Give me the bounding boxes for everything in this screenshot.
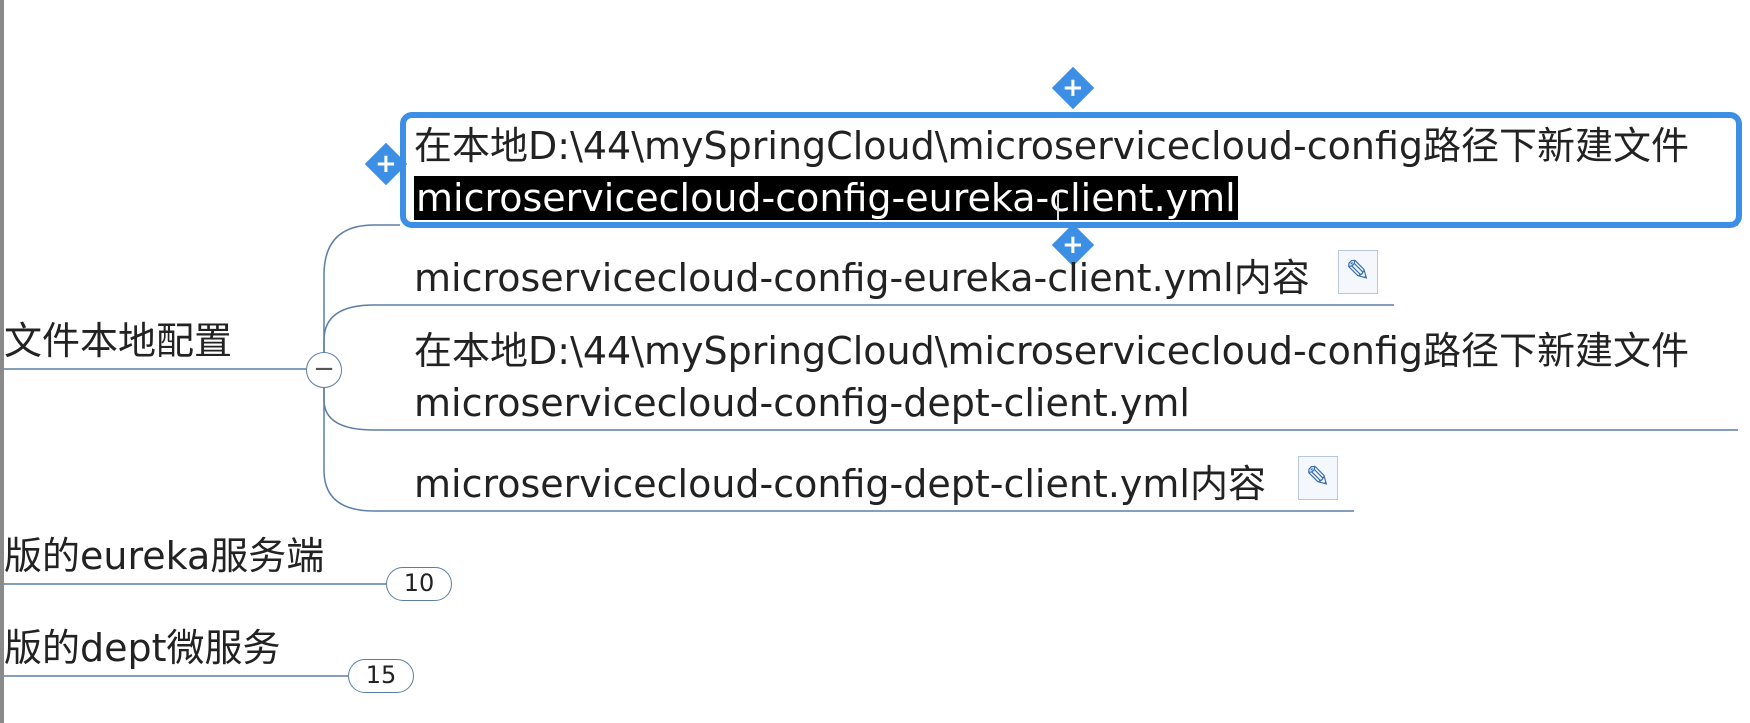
collapsed-count-badge[interactable]: 10 [386, 567, 452, 601]
topic-text-line: microservicecloud-config-eureka-client.y… [414, 256, 1310, 300]
topic-label: 版的eureka服务端 [4, 534, 325, 578]
topic-text-line: 在本地D:\44\mySpringCloud\microservicecloud… [414, 124, 1690, 168]
topic-label: 版的dept微服务 [4, 626, 281, 670]
topic-eureka-client-content[interactable]: microservicecloud-config-eureka-client.y… [414, 252, 1310, 304]
text-cursor [1057, 192, 1059, 220]
plus-icon[interactable]: + [1051, 66, 1095, 110]
topic-label: 文件本地配置 [4, 319, 233, 363]
topic-create-eureka-client-file[interactable]: 在本地D:\44\mySpringCloud\microservicecloud… [414, 120, 1689, 224]
topic-dept-service[interactable]: 版的dept微服务 [4, 622, 281, 674]
topic-text-line: microservicecloud-config-dept-client.yml [414, 381, 1190, 425]
topic-text-line: 在本地D:\44\mySpringCloud\microservicecloud… [414, 329, 1690, 373]
topic-create-dept-client-file[interactable]: 在本地D:\44\mySpringCloud\microservicecloud… [414, 325, 1689, 429]
canvas-left-edge [0, 0, 4, 723]
collapse-minus-icon[interactable]: − [306, 352, 342, 388]
topic-local-config[interactable]: 文件本地配置 [4, 315, 232, 367]
topic-eureka-server[interactable]: 版的eureka服务端 [4, 530, 324, 582]
note-icon[interactable]: ✎ [1338, 250, 1378, 294]
topic-text-line: microservicecloud-config-dept-client.yml… [414, 462, 1266, 506]
collapsed-count-badge[interactable]: 15 [348, 659, 414, 693]
selected-text-highlight[interactable]: microservicecloud-config-eureka-client.y… [414, 176, 1238, 220]
topic-dept-client-content[interactable]: microservicecloud-config-dept-client.yml… [414, 458, 1266, 510]
note-icon[interactable]: ✎ [1298, 456, 1338, 500]
